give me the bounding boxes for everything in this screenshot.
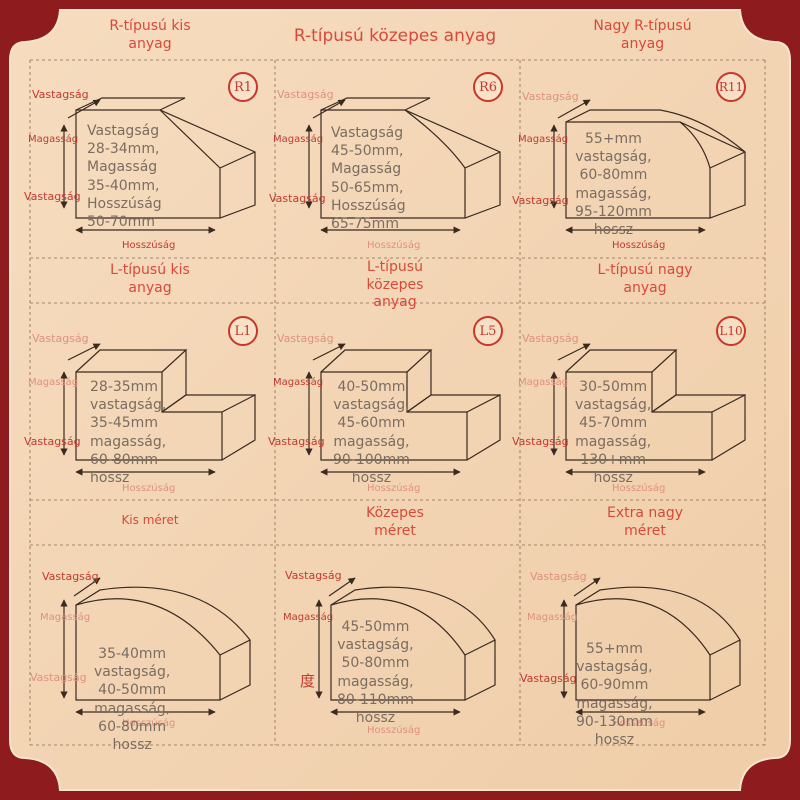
dim-length-r1: Hosszúság	[122, 240, 176, 251]
stamp-r11: R11	[716, 72, 746, 102]
header-l-medium: L-típusú közepes anyag	[366, 259, 424, 310]
stray-glyph: 度	[300, 672, 316, 690]
dim-height-l10: Magasság	[518, 377, 569, 388]
dim-length-a2: Hosszúság	[367, 725, 421, 736]
shape-l5	[305, 343, 501, 476]
dim-thickness-side-l10: Vastagság	[512, 435, 569, 448]
dim-height-l5: Magasság	[273, 377, 324, 388]
dim-thickness-l1: Vastagság	[32, 332, 89, 345]
dim-thickness-side-r1: Vastagság	[24, 190, 81, 203]
dim-height-a3: Magasság	[527, 612, 578, 623]
dim-height-a1: Magasság	[40, 612, 91, 623]
stamp-l5: L5	[473, 316, 503, 346]
header-l-small: L-típusú kis anyag	[110, 262, 190, 296]
shape-r11	[550, 99, 746, 234]
dim-thickness-side-l5: Vastagság	[268, 435, 325, 448]
dim-thickness-a2: Vastagság	[285, 569, 342, 582]
header-r-medium: R-típusú közepes anyag	[293, 26, 497, 46]
header-arc-large: Extra nagy méret	[606, 505, 684, 539]
shape-r6	[305, 97, 501, 234]
dim-length-a1: Hosszúság	[122, 718, 176, 729]
shape-l10	[550, 343, 746, 476]
dim-height-l1: Magasság	[28, 377, 79, 388]
dim-thickness-side-l1: Vastagság	[24, 435, 81, 448]
stamp-l1: L1	[228, 316, 258, 346]
shape-arc-large	[560, 577, 741, 716]
shape-r1	[60, 97, 256, 234]
dim-length-l5: Hosszúság	[367, 483, 421, 494]
dim-thickness-l5: Vastagság	[277, 332, 334, 345]
shape-arc-medium	[315, 577, 496, 716]
dim-length-l1: Hosszúság	[122, 483, 176, 494]
dim-thickness-side-a3: Vastagság	[520, 672, 577, 685]
dim-height-r11: Magasság	[518, 134, 569, 145]
stamp-l10: L10	[716, 316, 746, 346]
dim-thickness-side-a1: Vastagság	[30, 671, 87, 684]
header-r-small: R-típusú kis anyag	[109, 18, 191, 52]
dim-thickness-a3: Vastagság	[530, 570, 587, 583]
header-arc-medium: Közepes méret	[366, 505, 424, 539]
shape-l1	[60, 343, 256, 476]
dim-length-a3: Hosszúság	[612, 718, 666, 729]
header-r-large: Nagy R-típusú anyag	[593, 18, 692, 52]
dim-thickness-side-r11: Vastagság	[512, 194, 569, 207]
dim-length-l10: Hosszúság	[612, 483, 666, 494]
shape-arc-small	[60, 577, 251, 716]
stamp-r6: R6	[473, 72, 503, 102]
dim-thickness-a1: Vastagság	[42, 570, 99, 583]
header-l-large: L-típusú nagy anyag	[597, 262, 693, 296]
dim-thickness-side-r6: Vastagság	[269, 192, 326, 205]
dim-thickness-r1: Vastagság	[32, 88, 89, 101]
dim-length-r6: Hosszúság	[367, 240, 421, 251]
stamp-r1: R1	[228, 72, 258, 102]
dim-thickness-l10: Vastagság	[522, 332, 579, 345]
dashed-grid	[29, 59, 766, 746]
dim-height-r6: Magasság	[273, 134, 324, 145]
dim-height-r1: Magasság	[28, 134, 79, 145]
panel-background	[9, 9, 791, 791]
dim-thickness-r6: Vastagság	[277, 88, 334, 101]
dim-height-a2: Magasság	[283, 612, 334, 623]
dim-thickness-r11: Vastagság	[522, 90, 579, 103]
dim-length-r11: Hosszúság	[612, 240, 666, 251]
header-arc-small: Kis méret	[121, 513, 179, 527]
